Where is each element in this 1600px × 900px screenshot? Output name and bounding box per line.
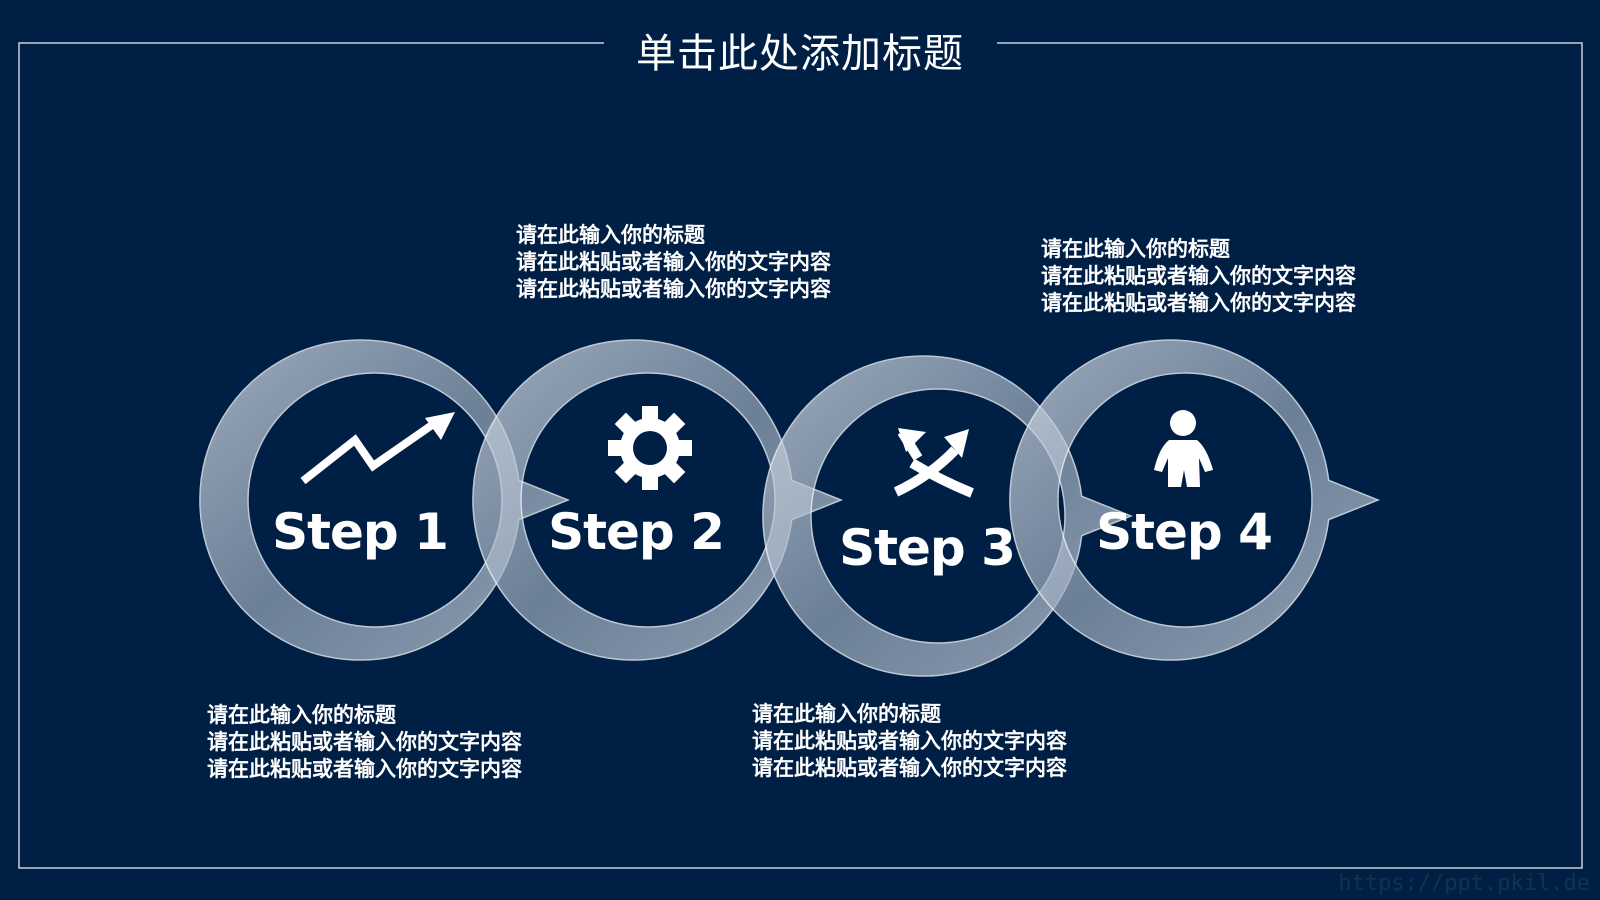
step-4-line-1: 请在此粘贴或者输入你的文字内容 — [1041, 264, 1356, 288]
person-icon — [1154, 410, 1213, 487]
trend-arrow-icon — [300, 412, 455, 485]
step-3-heading: 请在此输入你的标题 — [752, 702, 941, 726]
watermark: https://ppt.pkil.de — [1338, 871, 1590, 896]
step-4-text[interactable]: 请在此输入你的标题 请在此粘贴或者输入你的文字内容 请在此粘贴或者输入你的文字内… — [1041, 236, 1356, 317]
step-2-line-1: 请在此粘贴或者输入你的文字内容 — [516, 250, 831, 274]
slide-title[interactable]: 单击此处添加标题 — [636, 31, 964, 77]
step-4-ring — [1009, 339, 1381, 661]
step-1-label: Step 1 — [272, 503, 448, 561]
step-3-line-1: 请在此粘贴或者输入你的文字内容 — [752, 729, 1067, 753]
step-4-label: Step 4 — [1096, 503, 1272, 561]
step-4-heading: 请在此输入你的标题 — [1041, 237, 1230, 261]
step-1-line-2: 请在此粘贴或者输入你的文字内容 — [207, 757, 522, 781]
step-3-text[interactable]: 请在此输入你的标题 请在此粘贴或者输入你的文字内容 请在此粘贴或者输入你的文字内… — [752, 701, 1067, 782]
step-1-ring — [199, 339, 571, 661]
step-1-heading: 请在此输入你的标题 — [207, 703, 396, 727]
step-2-ring — [472, 339, 844, 661]
step-3-label: Step 3 — [839, 519, 1015, 577]
step-2-line-2: 请在此粘贴或者输入你的文字内容 — [516, 277, 831, 301]
step-1-text[interactable]: 请在此输入你的标题 请在此粘贴或者输入你的文字内容 请在此粘贴或者输入你的文字内… — [207, 702, 522, 783]
gear-icon — [608, 406, 692, 490]
step-2-heading: 请在此输入你的标题 — [516, 223, 705, 247]
step-2-label: Step 2 — [548, 503, 724, 561]
crossing-arrows-icon — [893, 428, 974, 498]
step-4-line-2: 请在此粘贴或者输入你的文字内容 — [1041, 291, 1356, 315]
step-3-line-2: 请在此粘贴或者输入你的文字内容 — [752, 756, 1067, 780]
step-1-line-1: 请在此粘贴或者输入你的文字内容 — [207, 730, 522, 754]
step-2-text[interactable]: 请在此输入你的标题 请在此粘贴或者输入你的文字内容 请在此粘贴或者输入你的文字内… — [516, 222, 831, 303]
